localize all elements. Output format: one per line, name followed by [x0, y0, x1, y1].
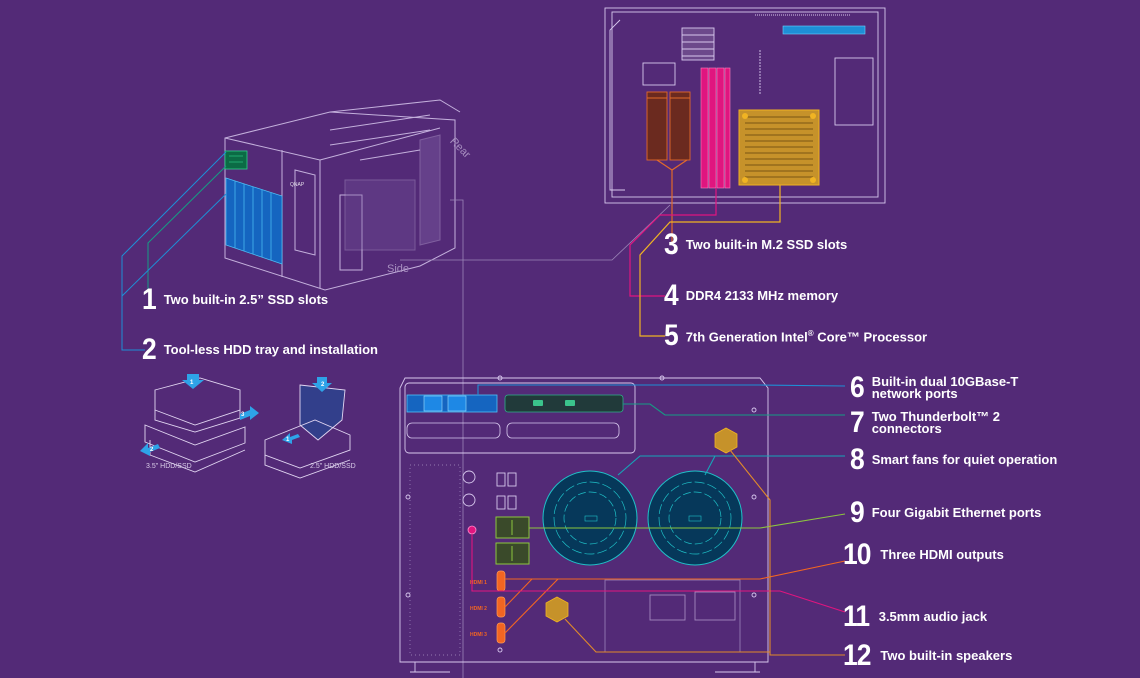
- thunderbolt-ports: [504, 394, 624, 413]
- callout-number: 8: [850, 443, 865, 476]
- hdmi-label-2: HDMI 2: [470, 606, 487, 612]
- callout-label: DDR4 2133 MHz memory: [685, 288, 839, 303]
- callout-label-line: Two Thunderbolt™ 2: [871, 409, 1000, 424]
- view-connector-lines: [400, 199, 671, 678]
- motherboard-view: [604, 7, 886, 204]
- callout-number: 7: [850, 406, 865, 439]
- tray-step-2b: 2: [150, 447, 154, 453]
- hdd-bays-highlight: [225, 177, 283, 265]
- callout-5: 5 7th Generation Intel® Core™ Processor: [664, 321, 927, 351]
- callout-lines-1-2: [121, 151, 227, 351]
- callout-12: 12 Two built-in speakers: [843, 641, 1012, 671]
- expansion-slots: [406, 422, 620, 439]
- callout-number: 12: [843, 639, 872, 672]
- callout-7: 7 Two Thunderbolt™ 2 connectors: [850, 408, 1000, 438]
- tray-caption-35: 3.5" HDD/SSD: [146, 463, 192, 470]
- callout-label: Tool-less HDD tray and installation: [163, 342, 378, 357]
- callout-label: 7th Generation Intel® Core™ Processor: [686, 328, 927, 343]
- pcie-slot: [782, 25, 866, 35]
- rear-panel: [399, 375, 769, 673]
- hdd-tray-25: [264, 384, 351, 479]
- callout-label-line: network ports: [871, 386, 958, 401]
- tray-step-2: 2: [321, 382, 325, 388]
- side-view-label: Side: [387, 263, 410, 275]
- callout-label: Two built-in M.2 SSD slots: [685, 237, 848, 252]
- callout-label-line: connectors: [871, 421, 942, 436]
- callout-label-part: Core™ Processor: [813, 329, 928, 345]
- tray-caption-25: 2.5" HDD/SSD: [310, 463, 356, 470]
- callout-2: 2 Tool-less HDD tray and installation: [142, 335, 378, 365]
- callout-number: 9: [850, 496, 865, 529]
- callout-label: Four Gigabit Ethernet ports: [871, 505, 1042, 520]
- m2-ssd-slots: [646, 91, 691, 161]
- cpu-heatsink: [738, 109, 820, 186]
- registered-mark: ®: [807, 329, 814, 339]
- callout-8: 8 Smart fans for quiet operation: [850, 445, 1057, 475]
- callout-label-part: 7th Generation Intel: [685, 329, 808, 345]
- hdmi-label-1: HDMI 1: [470, 580, 487, 586]
- tray-arrows-25: [282, 377, 332, 444]
- callout-label: Two built-in speakers: [880, 648, 1013, 663]
- hdmi-label-3: HDMI 3: [470, 632, 487, 638]
- 10gbe-ports: [406, 394, 498, 413]
- nas-side-view: QNAP: [224, 99, 461, 291]
- callout-number: 11: [843, 600, 870, 633]
- tray-step-1b: 1: [286, 437, 290, 443]
- hdmi-outputs: [496, 570, 506, 644]
- callout-10: 10 Three HDMI outputs: [843, 540, 1004, 570]
- ddr4-memory-slots: [700, 67, 731, 189]
- callout-number: 1: [142, 283, 157, 316]
- audio-jack: [467, 525, 477, 535]
- callout-number: 3: [664, 228, 679, 261]
- callout-number: 4: [664, 279, 679, 312]
- hdd-tray-35: [144, 377, 246, 473]
- tray-step-3: 3: [241, 412, 245, 418]
- tray-arrows-35: [140, 374, 259, 456]
- callout-lines-3-5: [629, 159, 781, 337]
- callout-label: 3.5mm audio jack: [878, 609, 988, 624]
- callout-9: 9 Four Gigabit Ethernet ports: [850, 498, 1041, 528]
- callout-label-line: Built-in dual 10GBase-T: [871, 374, 1019, 389]
- gigabit-ethernet-ports: [495, 516, 530, 565]
- callout-4: 4 DDR4 2133 MHz memory: [664, 281, 838, 311]
- callout-6: 6 Built-in dual 10GBase-T network ports: [850, 373, 1018, 403]
- smart-fans: [542, 470, 743, 566]
- callout-number: 5: [664, 319, 679, 352]
- callout-label: Two built-in 2.5” SSD slots: [163, 292, 329, 307]
- callout-label: Built-in dual 10GBase-T network ports: [871, 374, 1019, 401]
- callout-lines-6-12: [471, 384, 846, 656]
- callout-number: 6: [850, 371, 865, 404]
- speakers: [545, 427, 738, 623]
- callout-number: 2: [142, 333, 157, 366]
- svg-text:QNAP: QNAP: [290, 182, 305, 188]
- tray-step-1: 1: [190, 380, 194, 386]
- callout-label: Smart fans for quiet operation: [871, 452, 1058, 467]
- callout-label: Two Thunderbolt™ 2 connectors: [871, 409, 1000, 436]
- callout-11: 11 3.5mm audio jack: [843, 602, 987, 632]
- callout-1: 1 Two built-in 2.5” SSD slots: [142, 285, 328, 315]
- ssd-slots-highlight: [224, 150, 248, 170]
- callout-label: Three HDMI outputs: [880, 547, 1004, 562]
- callout-number: 10: [843, 538, 872, 571]
- callout-3: 3 Two built-in M.2 SSD slots: [664, 230, 847, 260]
